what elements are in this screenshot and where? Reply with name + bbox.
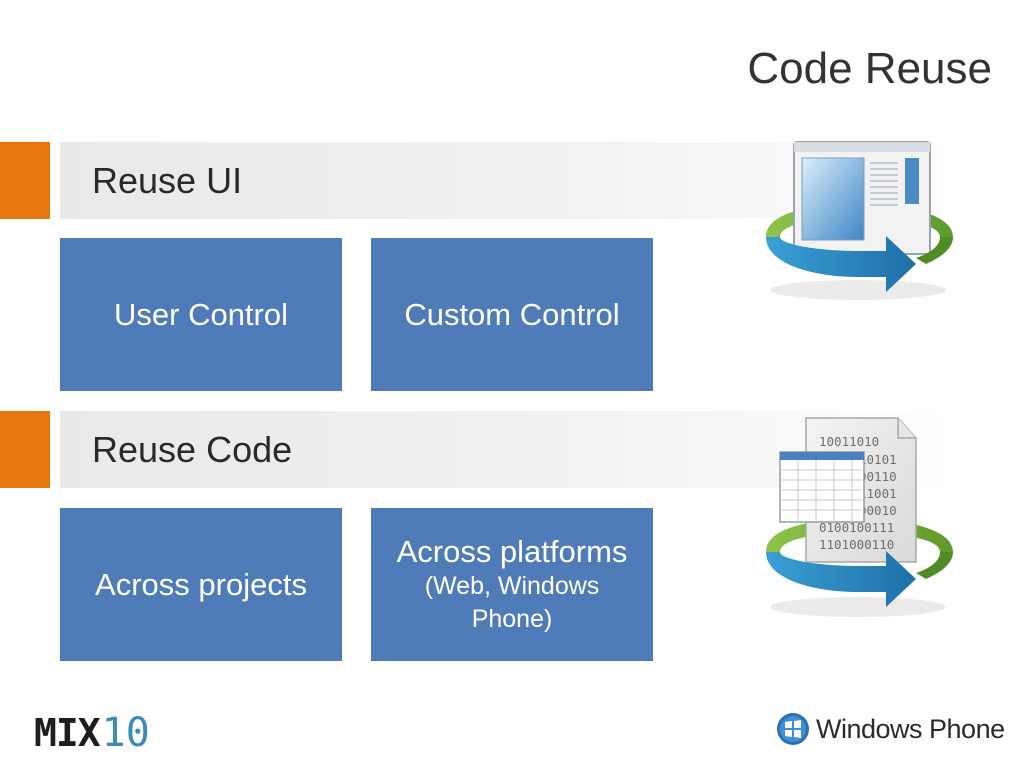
windows-phone-wordmark: Windows Phone: [816, 713, 1005, 744]
box-main-label: User Control: [114, 296, 288, 332]
windows-flag-icon: [777, 713, 809, 745]
section-accent-bar: [0, 142, 50, 219]
box-main-label: Across platforms: [396, 533, 628, 569]
binary-document-with-recycle-arrow-icon: 10011010 10101 00110 11001 00010 0100100…: [766, 417, 953, 617]
binary-line: 11001: [859, 486, 897, 501]
windows-phone-logo: Windows Phone: [776, 712, 1005, 746]
mix-logo-mark: MIX: [34, 711, 101, 755]
mix-logo-number: 10: [101, 710, 150, 756]
box-main-label: Across projects: [95, 566, 307, 602]
window-with-recycle-arrow-icon: [766, 141, 953, 300]
binary-line: 00110: [859, 469, 897, 484]
section-accent-bar: [0, 411, 50, 488]
binary-line: 00010: [859, 503, 897, 518]
binary-line: 1101000110: [819, 537, 894, 552]
section-heading: Reuse UI: [92, 160, 243, 201]
binary-line: 10101: [859, 452, 897, 467]
binary-line: 0100100111: [819, 520, 894, 535]
custom-control-box: Custom Control: [371, 238, 653, 391]
across-platforms-box: Across platforms (Web, Windows Phone): [371, 508, 653, 661]
section-heading: Reuse Code: [92, 429, 293, 470]
slide-title: Code Reuse: [747, 44, 992, 93]
across-projects-box: Across projects: [60, 508, 342, 661]
box-sub-label: (Web, Windows Phone): [424, 571, 600, 633]
user-control-box: User Control: [60, 238, 342, 391]
box-main-label: Custom Control: [404, 296, 620, 332]
mix10-logo: MIX 10: [34, 710, 150, 756]
binary-line: 10011010: [819, 434, 879, 449]
